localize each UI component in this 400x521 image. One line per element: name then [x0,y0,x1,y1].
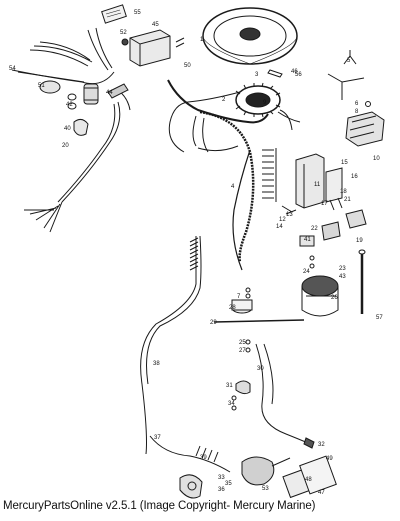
callout-36: 36 [218,487,225,493]
terminal-block [281,153,367,229]
callout-50: 50 [184,63,191,69]
callout-9: 9 [263,100,267,106]
callout-27: 27 [239,348,246,354]
callout-4: 4 [231,184,235,190]
callout-56: 56 [295,72,302,78]
callout-31: 31 [226,383,233,389]
callout-57: 57 [376,315,383,321]
callout-1: 1 [200,37,204,43]
callout-17: 17 [321,201,328,207]
callout-53: 53 [262,486,269,492]
callout-29: 29 [210,320,217,326]
callout-40: 40 [64,126,71,132]
callout-45: 45 [152,22,159,28]
hardware [231,50,357,411]
callout-55: 55 [134,10,141,16]
callout-39: 39 [200,455,207,461]
callout-6: 6 [355,101,359,107]
callout-47: 47 [318,490,325,496]
callout-5: 5 [347,58,351,64]
image-caption: MercuryPartsOnline v2.5.1 (Image Copyrig… [3,500,316,512]
callout-51: 51 [38,83,45,89]
callout-16: 16 [351,174,358,180]
callout-48: 48 [305,477,312,483]
callout-32: 32 [318,442,325,448]
rectifier [327,73,385,147]
stator [235,82,301,131]
callout-33: 33 [218,475,225,481]
callout-35: 35 [225,481,232,487]
callout-37: 37 [154,435,161,441]
switch-box [101,4,185,67]
callout-8: 8 [355,109,359,115]
spark-plug-leads [24,101,239,233]
callout-26: 26 [331,295,338,301]
callout-10: 10 [373,156,380,162]
callout-14: 14 [276,224,283,230]
callout-25: 25 [239,340,246,346]
callout-11: 11 [314,182,321,188]
callout-22: 22 [311,226,318,232]
callout-24: 24 [303,269,310,275]
callout-13: 13 [286,212,293,218]
callout-43: 43 [339,274,346,280]
callouts: 1 2 3 4 5 6 7 8 9 10 11 12 13 14 15 16 1… [9,10,383,496]
callout-52: 52 [120,30,127,36]
callout-18: 18 [340,189,347,195]
callout-34: 34 [228,401,235,407]
callout-20: 20 [62,143,69,149]
callout-2: 2 [222,97,226,103]
lower-harness [140,235,311,455]
callout-12: 12 [279,217,286,223]
callout-49: 49 [326,456,333,462]
key-switch [149,380,337,499]
callout-30: 30 [257,366,264,372]
starter-solenoid [231,221,341,317]
callout-46: 46 [291,69,298,75]
callout-54: 54 [9,66,16,72]
callout-41: 41 [304,237,311,243]
callout-3: 3 [255,72,259,78]
ignition-coils [11,27,131,136]
main-harness [167,79,277,271]
callout-19: 19 [356,238,363,244]
battery-cable [358,249,366,314]
callout-28: 28 [229,305,236,311]
callout-38: 38 [153,361,160,367]
callout-15: 15 [341,160,348,166]
callout-21: 21 [344,197,351,203]
callout-44: 44 [106,90,113,96]
flywheel [202,7,298,65]
callout-42: 42 [66,102,73,108]
callout-7: 7 [237,294,241,300]
callout-23: 23 [339,266,346,272]
